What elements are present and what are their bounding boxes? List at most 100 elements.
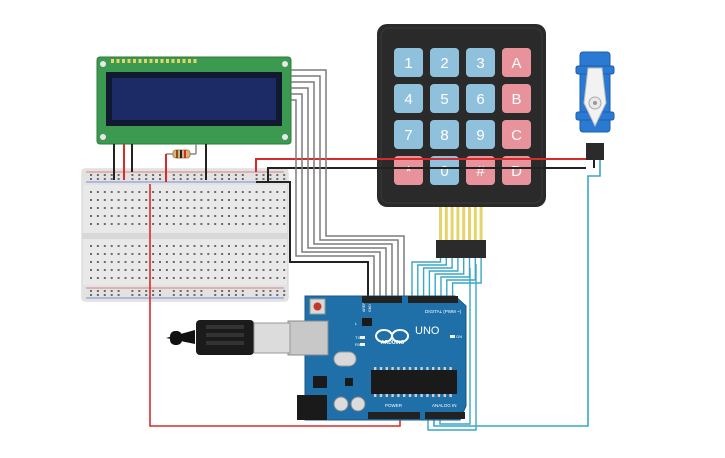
keypad-key-0[interactable]: 1 — [394, 48, 423, 77]
lcd-pin — [144, 59, 147, 63]
keypad-key-label: A — [511, 55, 521, 72]
keypad-key-13[interactable]: 0 — [430, 156, 459, 185]
capacitor-2 — [350, 396, 366, 412]
reset-button-cap[interactable] — [313, 302, 322, 311]
arduino-header-left — [362, 296, 402, 303]
keypad-key-11[interactable]: C — [502, 120, 531, 149]
keypad-key-label: 7 — [404, 127, 412, 144]
usb-b-connector — [253, 322, 291, 354]
membrane-keypad: 1 2 3 A 4 5 6 B 7 8 9 C * 0 # D — [377, 24, 546, 258]
keypad-key-10[interactable]: 9 — [466, 120, 495, 149]
arduino-board — [304, 295, 467, 421]
wire-gnd-to-servo — [267, 167, 586, 182]
keypad-key-7[interactable]: B — [502, 84, 531, 113]
lcd-pin — [111, 59, 114, 63]
keypad-key-label: 2 — [440, 55, 448, 72]
power-label: POWER — [385, 403, 403, 408]
breadboard-bottom-rail — [82, 285, 288, 301]
arduino-brand-label: ARDUINO — [381, 340, 404, 346]
lcd-screen — [112, 78, 276, 120]
keypad-key-label: 3 — [476, 55, 484, 72]
rx-label: RX — [355, 342, 361, 347]
keypad-key-label: 4 — [404, 91, 412, 108]
crystal — [333, 351, 357, 367]
lcd-pin — [188, 59, 191, 63]
keypad-key-12[interactable]: * — [394, 156, 423, 185]
atmega-chip-pins — [374, 367, 452, 397]
breadboard — [81, 168, 289, 302]
keypad-key-14[interactable]: # — [466, 156, 495, 185]
lcd-pin — [133, 59, 136, 63]
keypad-key-label: # — [476, 163, 485, 180]
aref-label: AREF — [362, 303, 366, 312]
keypad-key-1[interactable]: 2 — [430, 48, 459, 77]
wire-gnd-to-arduino — [256, 181, 369, 298]
lcd-pin — [127, 59, 131, 63]
analog-in-label: ANALOG IN — [432, 403, 457, 408]
usb-port — [287, 320, 329, 356]
keypad-key-3[interactable]: A — [502, 48, 531, 77]
lcd-pin — [122, 59, 125, 63]
keypad-key-label: 5 — [440, 91, 448, 108]
keypad-key-label: 1 — [404, 55, 412, 72]
keypad-key-label: * — [406, 163, 412, 180]
servo-motor — [575, 51, 615, 160]
lcd-pin — [116, 59, 120, 63]
arduino-header-power — [368, 412, 420, 419]
keypad-key-label: B — [511, 91, 521, 108]
lcd-pin — [171, 59, 175, 63]
on-label: ON — [456, 334, 462, 339]
lcd-pin — [182, 59, 186, 63]
arduino-header-analog — [425, 412, 465, 419]
keypad-ribbon-cable — [439, 207, 483, 241]
atmega-chip — [371, 370, 457, 394]
gnd-label: GND — [368, 304, 372, 312]
servo-connector — [586, 143, 604, 160]
l-label: L — [355, 321, 358, 326]
lcd-pin — [177, 59, 180, 63]
keypad-key-label: 0 — [440, 163, 448, 180]
keypad-key-9[interactable]: 8 — [430, 120, 459, 149]
arduino-infinity-logo-icon — [375, 329, 409, 343]
keypad-key-label: 6 — [476, 91, 484, 108]
wire-vcc-to-servo — [255, 158, 586, 172]
dc-power-jack — [297, 395, 327, 420]
digital-header-label: DIGITAL (PWM ~) — [425, 309, 462, 314]
lcd-pin — [149, 59, 153, 63]
lcd-pin — [193, 59, 197, 63]
arduino-uno: UNO ARDUINO DIGITAL (PWM ~) POWER ANALOG… — [287, 295, 467, 421]
arduino-header-digital — [408, 296, 458, 303]
usb-cable — [166, 320, 291, 355]
voltage-regulator — [313, 376, 327, 388]
wire-5v-to-arduino — [149, 184, 401, 427]
lcd-header-pins — [111, 59, 197, 63]
lcd-pin — [166, 59, 169, 63]
keypad-key-5[interactable]: 5 — [430, 84, 459, 113]
breadboard-top-rail — [82, 169, 288, 185]
keypad-connector — [436, 240, 486, 258]
keypad-keys: 1 2 3 A 4 5 6 B 7 8 9 C * 0 # D — [394, 48, 531, 185]
wire-servo-signal — [433, 160, 601, 427]
capacitor-1 — [333, 396, 349, 412]
breadboard-center-channel — [82, 233, 288, 239]
keypad-key-label: D — [511, 163, 522, 180]
keypad-key-2[interactable]: 3 — [466, 48, 495, 77]
arduino-model-label: UNO — [415, 325, 440, 337]
keypad-key-15[interactable]: D — [502, 156, 531, 185]
keypad-key-label: 9 — [476, 127, 484, 144]
keypad-key-6[interactable]: 6 — [466, 84, 495, 113]
wires — [113, 69, 601, 431]
keypad-key-label: C — [511, 127, 522, 144]
lcd-display — [96, 56, 292, 145]
breadboard-holes — [90, 174, 286, 296]
keypad-key-8[interactable]: 7 — [394, 120, 423, 149]
lcd-pin — [138, 59, 142, 63]
keypad-key-4[interactable]: 4 — [394, 84, 423, 113]
lcd-pin — [155, 59, 158, 63]
tx-label: TX — [355, 335, 360, 340]
keypad-key-label: 8 — [440, 127, 448, 144]
lcd-pin — [160, 59, 164, 63]
resistor — [166, 149, 196, 159]
